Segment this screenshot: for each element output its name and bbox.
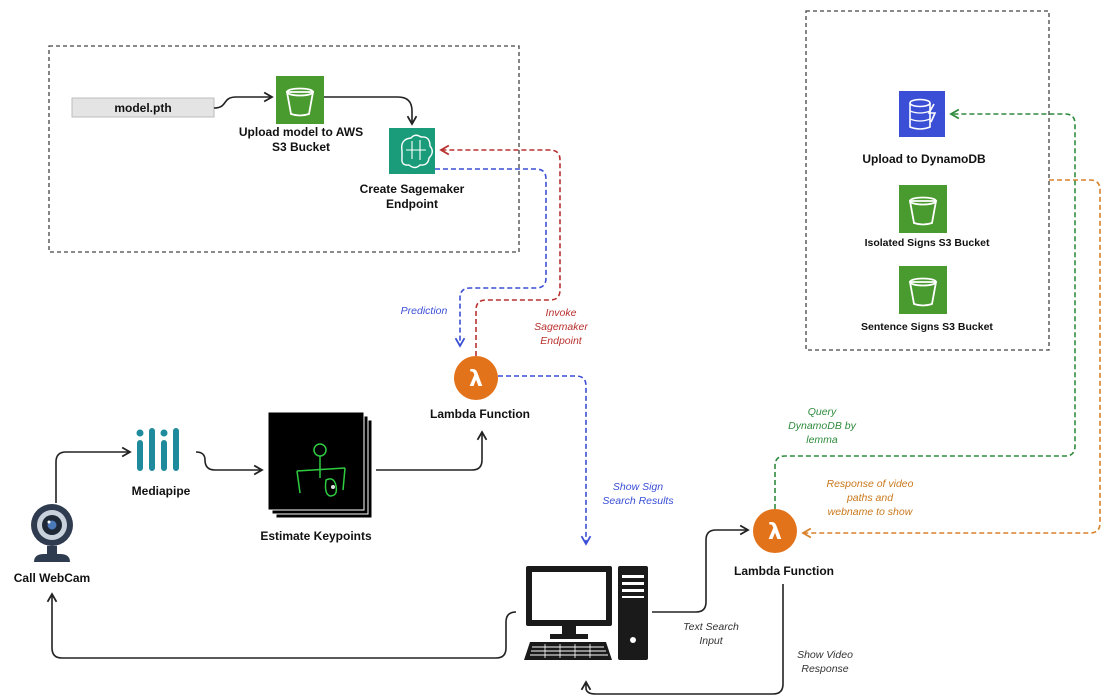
lambda-bottom-label: Lambda Function — [734, 564, 834, 578]
arrow-show-video — [580, 584, 784, 695]
invoke-note-line3: Endpoint — [540, 335, 583, 347]
arrow-text-search — [652, 524, 750, 613]
arrow-s3-to-sagemaker — [324, 96, 418, 126]
sentence-bucket-label: Sentence Signs S3 Bucket — [861, 321, 993, 333]
svg-text:λ: λ — [469, 367, 483, 392]
svg-text:λ: λ — [768, 520, 782, 545]
arrow-prediction — [435, 168, 547, 348]
keypoints-frames — [267, 411, 373, 519]
lambda-top-icon: λ — [454, 356, 498, 400]
query-note-line1: Query — [808, 406, 837, 418]
webcam-icon — [31, 504, 73, 562]
text-search-note-line1: Text Search — [683, 621, 739, 633]
model-file-label: model.pth — [114, 101, 171, 115]
lambda-top-label: Lambda Function — [430, 407, 530, 421]
model-file-node: model.pth — [71, 97, 215, 118]
show-sign-note-line2: Search Results — [602, 495, 674, 507]
arrow-keypoints-to-lambda — [376, 430, 488, 471]
s3-bucket-icon — [276, 76, 324, 124]
mediapipe-icon — [136, 428, 179, 471]
lambda-bottom-icon: λ — [753, 509, 797, 553]
arrow-computer-to-webcam — [46, 592, 517, 659]
text-search-note-line2: Input — [699, 635, 723, 647]
response-note-line3: webname to show — [828, 506, 914, 518]
model-deployment-group — [48, 45, 520, 253]
dynamodb-label: Upload to DynamoDB — [862, 152, 986, 166]
arrow-mediapipe-to-keypoints — [195, 451, 264, 476]
invoke-note-line2: Sagemaker — [534, 321, 588, 333]
upload-s3-label-line2: S3 Bucket — [272, 140, 330, 154]
arrow-webcam-to-mediapipe — [55, 446, 132, 503]
mediapipe-label: Mediapipe — [132, 484, 191, 498]
data-storage-group — [805, 10, 1050, 351]
arrow-query-dynamodb — [774, 108, 1076, 509]
show-sign-note-line1: Show Sign — [613, 481, 663, 493]
sentence-signs-bucket-icon — [899, 266, 947, 314]
show-video-note-line1: Show Video — [797, 649, 853, 661]
sagemaker-label-line2: Endpoint — [386, 197, 438, 211]
webcam-label: Call WebCam — [14, 571, 90, 585]
dynamodb-icon — [899, 91, 945, 137]
desktop-computer-icon — [524, 566, 648, 660]
invoke-note-line1: Invoke — [546, 307, 577, 319]
show-video-note-line2: Response — [801, 663, 848, 675]
arrow-model-to-s3 — [213, 91, 274, 109]
response-note-line2: paths and — [846, 492, 894, 504]
response-note-line1: Response of video — [827, 478, 914, 490]
isolated-signs-bucket-icon — [899, 185, 947, 233]
skeleton-keypoints-icon — [296, 443, 346, 497]
arrow-response-video-paths — [801, 179, 1101, 539]
query-note-line2: DynamoDB by — [788, 420, 856, 432]
prediction-note: Prediction — [401, 305, 448, 317]
query-note-line3: lemma — [806, 434, 838, 446]
sagemaker-brain-icon — [389, 128, 435, 174]
sagemaker-label-line1: Create Sagemaker — [360, 182, 465, 196]
isolated-bucket-label: Isolated Signs S3 Bucket — [865, 237, 990, 249]
arrow-show-sign-results — [498, 375, 592, 546]
keypoints-label: Estimate Keypoints — [260, 529, 372, 543]
upload-s3-label-line1: Upload model to AWS — [239, 125, 363, 139]
arrow-invoke-sagemaker — [439, 144, 561, 356]
